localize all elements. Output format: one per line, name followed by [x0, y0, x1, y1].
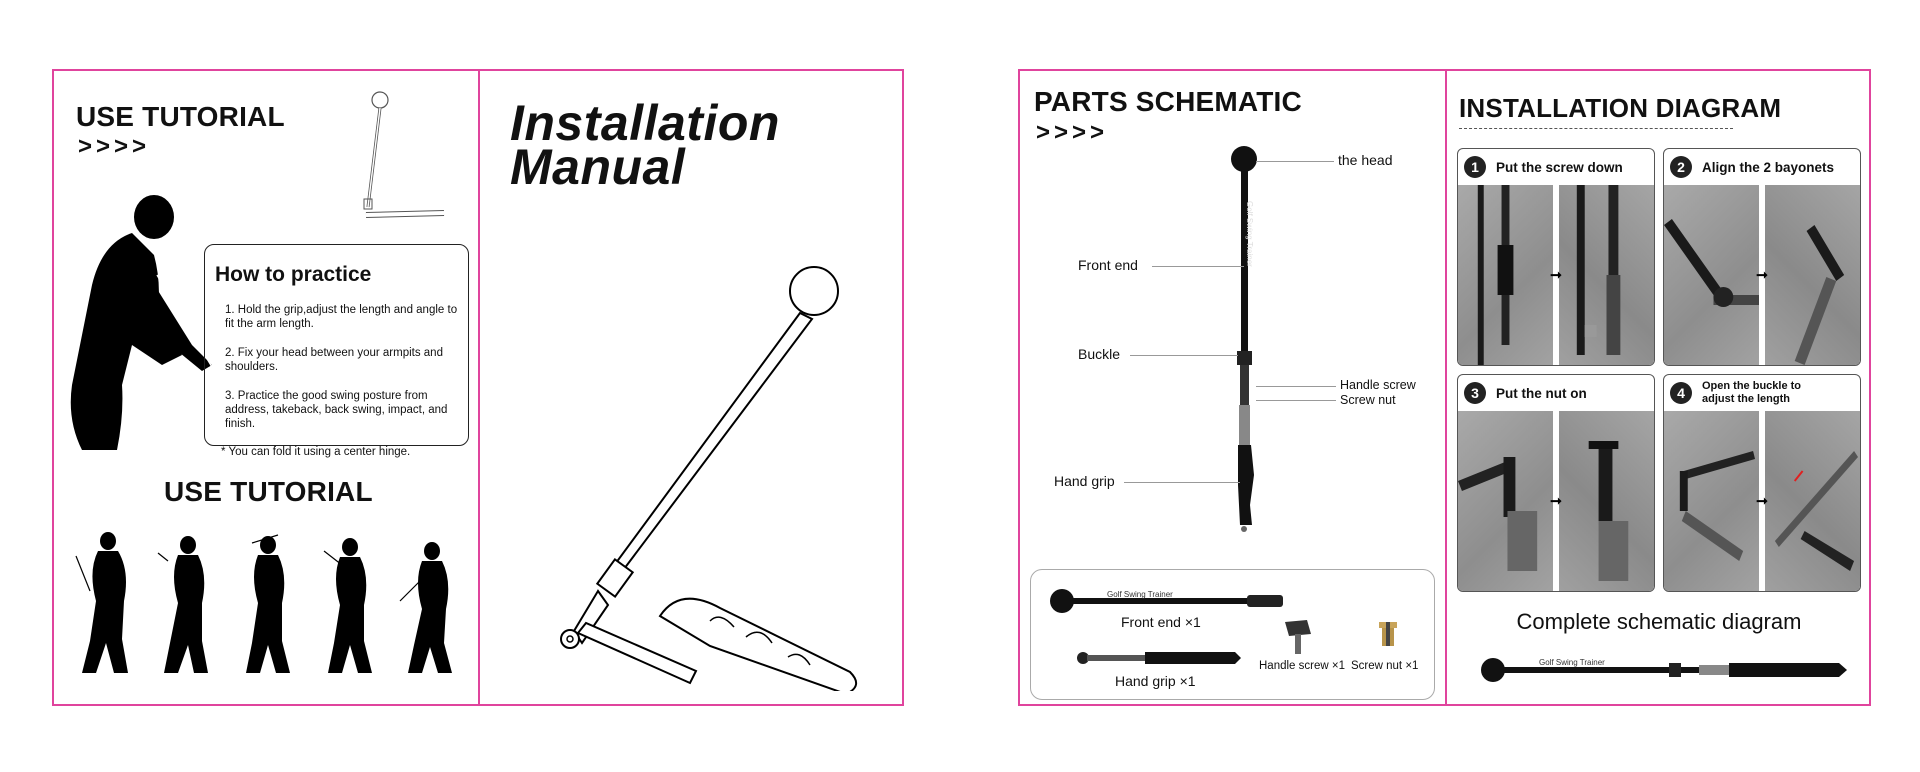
label-handle-screw: Handle screw [1340, 378, 1416, 392]
front-end-part-photo: Golf Swing Trainer [1050, 589, 1283, 613]
trainer-line-drawing [560, 266, 857, 691]
step-number: 3 [1464, 382, 1486, 404]
handle-screw-part-photo [1285, 620, 1311, 654]
label-hand-grip: Hand grip [1054, 473, 1115, 489]
right-sheet-divider [1445, 71, 1447, 704]
trainer-vertical-photo: Golf Swing Trainer [1231, 146, 1257, 532]
practice-step: 2. Fix your head between your armpits an… [225, 347, 443, 373]
parts-schematic-panel: PARTS SCHEMATIC >>>> Golf Swing Trainer … [1020, 71, 1445, 704]
step-photo-after [1765, 185, 1860, 365]
step-photos: ➞ [1664, 411, 1860, 591]
shaft-text: Golf Swing Trainer [1107, 590, 1173, 599]
label-screw-nut: Screw nut [1340, 393, 1396, 407]
step-label: Align the 2 bayonets [1702, 159, 1835, 175]
step-photos: ➞ [1458, 185, 1654, 365]
installation-diagram-heading: INSTALLATION DIAGRAM [1459, 93, 1782, 123]
step-label: Put the screw down [1496, 159, 1623, 175]
screw-nut-part-photo [1379, 622, 1397, 646]
shaft-text: Golf Swing Trainer [1245, 201, 1254, 267]
left-sheet-divider [478, 71, 480, 704]
arrow-icon: ➞ [1756, 492, 1768, 509]
parts-included-box: Golf Swing Trainer Front end ×1 Hand gri… [1030, 569, 1435, 700]
heading-dashed-underline [1459, 128, 1733, 129]
installation-manual-title: Installation Manual [510, 95, 780, 195]
installation-diagram-panel: INSTALLATION DIAGRAM 1 Put the screw dow… [1447, 71, 1871, 704]
step-number: 2 [1670, 156, 1692, 178]
practice-step: 3. Practice the good swing posture from … [225, 390, 448, 430]
screw-nut-count: Screw nut ×1 [1351, 660, 1419, 672]
step-photos: ➞ [1664, 185, 1860, 365]
fold-note: * You can fold it using a center hinge. [221, 446, 411, 458]
step-photo-after [1559, 411, 1654, 591]
chevrons: >>>> [78, 133, 151, 160]
step-card-3: 3 Put the nut on ➞ [1457, 374, 1655, 592]
step-card-1: 1 Put the screw down ➞ [1457, 148, 1655, 366]
step-number: 1 [1464, 156, 1486, 178]
golfer-silhouette [70, 195, 213, 450]
step-photo-before [1664, 411, 1759, 591]
step-photos: ➞ [1458, 411, 1654, 591]
step-label: Put the nut on [1496, 385, 1587, 401]
use-tutorial-panel: USE TUTORIAL >>>> How to practice 1. Hol… [54, 71, 479, 704]
complete-trainer-photo: Golf Swing Trainer [1481, 658, 1847, 682]
installation-manual-panel: Installation Manual [480, 71, 904, 704]
step-label: Open the buckle to adjust the length [1702, 380, 1802, 405]
label-front-end: Front end [1078, 257, 1138, 273]
practice-step: 1. Hold the grip,adjust the length and a… [225, 304, 458, 330]
hand-grip-count: Hand grip ×1 [1115, 673, 1196, 689]
left-manual-sheet: USE TUTORIAL >>>> How to practice 1. Hol… [52, 69, 904, 706]
step-photo-after [1765, 411, 1860, 591]
complete-schematic-heading: Complete schematic diagram [1516, 609, 1802, 634]
chevrons: >>>> [1036, 119, 1109, 146]
arrow-icon: ➞ [1756, 266, 1768, 283]
leader-buckle [1130, 355, 1238, 356]
step-photo-after [1559, 185, 1654, 365]
leader-screw-nut [1256, 400, 1336, 401]
step-photo-before [1458, 185, 1553, 365]
use-tutorial-heading-2: USE TUTORIAL [164, 476, 373, 507]
step-number: 4 [1670, 382, 1692, 404]
step-card-2: 2 Align the 2 bayonets ➞ [1663, 148, 1861, 366]
label-the-head: the head [1338, 152, 1393, 168]
how-to-practice-box: How to practice 1. Hold the grip,adjust … [204, 244, 469, 458]
front-end-count: Front end ×1 [1121, 614, 1201, 630]
use-tutorial-heading: USE TUTORIAL [76, 101, 285, 132]
arrow-icon: ➞ [1550, 492, 1562, 509]
step-photo-before [1458, 411, 1553, 591]
folded-trainer-sketch [363, 91, 445, 218]
practice-steps-list: 1. Hold the grip,adjust the length and a… [215, 303, 458, 431]
right-manual-sheet: PARTS SCHEMATIC >>>> Golf Swing Trainer … [1018, 69, 1871, 706]
hand-grip-part-photo [1077, 652, 1241, 664]
shaft-text: Golf Swing Trainer [1539, 658, 1605, 667]
installation-title-line2: Manual [510, 139, 686, 195]
handle-screw-count: Handle screw ×1 [1259, 660, 1345, 672]
swing-sequence-silhouettes [75, 532, 452, 673]
how-to-practice-title: How to practice [215, 263, 372, 286]
leader-front-end [1152, 266, 1244, 267]
leader-handle-screw [1256, 386, 1336, 387]
leader-hand-grip [1124, 482, 1240, 483]
step-card-4: 4 Open the buckle to adjust the length ➞ [1663, 374, 1861, 592]
step-photo-before [1664, 185, 1759, 365]
installation-title-line1: Installation [510, 95, 780, 151]
label-buckle: Buckle [1078, 346, 1121, 362]
arrow-icon: ➞ [1550, 266, 1562, 283]
leader-the-head [1256, 161, 1334, 162]
parts-schematic-heading: PARTS SCHEMATIC [1034, 86, 1302, 117]
